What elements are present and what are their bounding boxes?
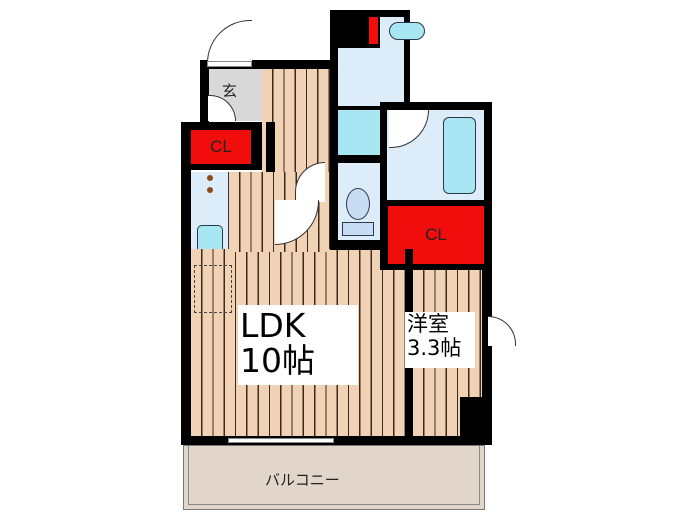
bedroom-pillar [460, 397, 482, 437]
ldk-label: LDK 10帖 [238, 305, 358, 385]
balcony-inner-border [188, 446, 480, 505]
stove-burner-1 [207, 175, 213, 181]
outer-wall-bottom [181, 436, 491, 445]
western-room-label-line2: 3.3帖 [407, 336, 462, 360]
toilet-bowl [346, 188, 370, 220]
bathtub [443, 117, 476, 194]
closet-entry: CL [191, 130, 251, 164]
toilet-tank [342, 222, 374, 236]
outer-wall-right-bedroom [482, 260, 492, 445]
western-room-label: 洋室 3.3帖 [405, 312, 475, 368]
entrance-label: 玄 [222, 82, 238, 100]
washbasin [389, 22, 425, 40]
ldk-balcony-window[interactable] [228, 438, 334, 443]
outer-wall-entry-top [200, 60, 335, 69]
fridge-space [194, 265, 232, 313]
balcony-label: バルコニー [265, 471, 340, 489]
bedroom-exterior-door[interactable] [488, 316, 516, 346]
closet-bedroom: CL [388, 206, 484, 264]
ldk-label-line1: LDK [240, 306, 306, 345]
stove-burner-2 [207, 187, 213, 193]
small-closet-red [369, 17, 378, 44]
front-door[interactable] [207, 20, 252, 63]
ldk-label-line2: 10帖 [240, 341, 315, 380]
front-door-sill [207, 61, 252, 67]
western-room-label-line1: 洋室 [407, 312, 449, 336]
balcony [183, 445, 485, 510]
washroom-floor [338, 48, 404, 106]
outer-wall-left [181, 122, 191, 444]
hall-wall-left [266, 122, 275, 202]
outer-wall-entry-left [200, 60, 209, 130]
washing-machine-space [338, 110, 380, 155]
